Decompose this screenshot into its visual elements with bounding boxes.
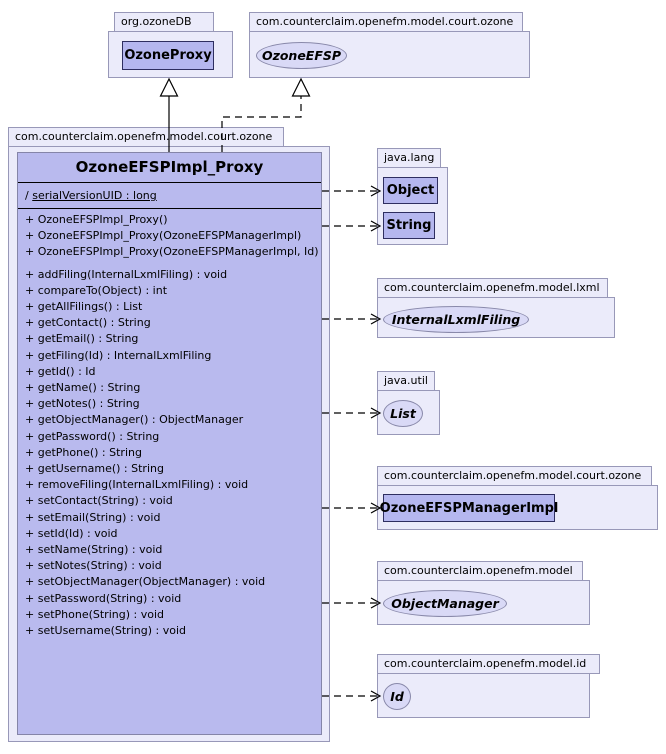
method-item: + getObjectManager() : ObjectManager (25, 413, 244, 427)
method-item: + getAllFilings() : List (25, 300, 143, 314)
method-item: + getFiling(Id) : InternalLxmlFiling (25, 348, 212, 362)
constructor-item: + OzoneEFSPImpl_Proxy(OzoneEFSPManagerIm… (25, 229, 302, 243)
package-tab-court-ozone-right: com.counterclaim.openefm.model.court.ozo… (377, 466, 652, 486)
realization-arrowhead-ozoneefsp (291, 77, 311, 97)
method-item: + setPassword(String) : void (25, 591, 182, 605)
method-item: + setNotes(String) : void (25, 559, 162, 573)
class-node-ozoneefspmanagerimpl[interactable]: OzoneEFSPManagerImpl (380, 494, 558, 522)
attribute-text: serialVersionUID : long (32, 189, 157, 202)
interface-node-objectmanager[interactable]: ObjectManager (383, 590, 507, 617)
package-tab-court-ozone-top: com.counterclaim.openefm.model.court.ozo… (249, 12, 523, 32)
method-item: + getEmail() : String (25, 332, 139, 346)
method-item: + getNotes() : String (25, 397, 140, 411)
method-item: + setUsername(String) : void (25, 624, 186, 638)
interface-node-ozoneefsp[interactable]: OzoneEFSP (256, 42, 347, 69)
interface-node-list[interactable]: List (383, 400, 423, 427)
method-item: + getUsername() : String (25, 462, 164, 476)
class-node-object[interactable]: Object (383, 177, 438, 204)
interface-node-internallxmlfiling[interactable]: InternalLxmlFiling (383, 306, 529, 333)
constructor-list: + OzoneEFSPImpl_Proxy() + OzoneEFSPImpl_P… (25, 212, 321, 261)
package-tab-main: com.counterclaim.openefm.model.court.ozo… (8, 127, 284, 147)
method-item: + setPhone(String) : void (25, 607, 164, 621)
class-node-ozoneproxy[interactable]: OzoneProxy (122, 41, 214, 70)
method-item: + getName() : String (25, 381, 141, 395)
method-item: + setContact(String) : void (25, 494, 173, 508)
package-tab-org-ozonedb: org.ozoneDB (114, 12, 214, 32)
attribute-derived-prefix: / (25, 189, 29, 202)
method-item: + setName(String) : void (25, 543, 163, 557)
interface-node-id[interactable]: Id (383, 683, 411, 710)
method-item: + addFiling(InternalLxmlFiling) : void (25, 267, 228, 281)
package-tab-java-lang: java.lang (377, 148, 442, 168)
constructor-item: + OzoneEFSPImpl_Proxy(OzoneEFSPManagerIm… (25, 245, 319, 259)
operations-compartment: + OzoneEFSPImpl_Proxy() + OzoneEFSPImpl_P… (18, 209, 321, 639)
attribute-serialversionuid: / serialVersionUID : long (18, 183, 321, 209)
method-item: + setEmail(String) : void (25, 510, 161, 524)
method-item: + removeFiling(InternalLxmlFiling) : voi… (25, 478, 249, 492)
package-tab-model: com.counterclaim.openefm.model (377, 561, 583, 581)
class-node-string[interactable]: String (383, 212, 435, 239)
method-item: + getPhone() : String (25, 445, 142, 459)
package-tab-lxml: com.counterclaim.openefm.model.lxml (377, 278, 608, 298)
class-title: OzoneEFSPImpl_Proxy (18, 153, 321, 183)
method-list: + addFiling(InternalLxmlFiling) : void + … (25, 267, 321, 640)
method-item: + getPassword() : String (25, 429, 160, 443)
method-item: + getId() : Id (25, 364, 96, 378)
constructor-item: + OzoneEFSPImpl_Proxy() (25, 213, 168, 226)
package-tab-java-util: java.util (377, 371, 435, 391)
method-item: + setId(Id) : void (25, 526, 118, 540)
class-node-ozoneefspimpl-proxy[interactable]: OzoneEFSPImpl_Proxy / serialVersionUID :… (17, 152, 322, 735)
package-tab-id: com.counterclaim.openefm.model.id (377, 654, 600, 674)
method-item: + setObjectManager(ObjectManager) : void (25, 575, 266, 589)
generalization-arrowhead-ozoneproxy (159, 77, 179, 97)
method-item: + compareTo(Object) : int (25, 283, 168, 297)
method-item: + getContact() : String (25, 316, 151, 330)
